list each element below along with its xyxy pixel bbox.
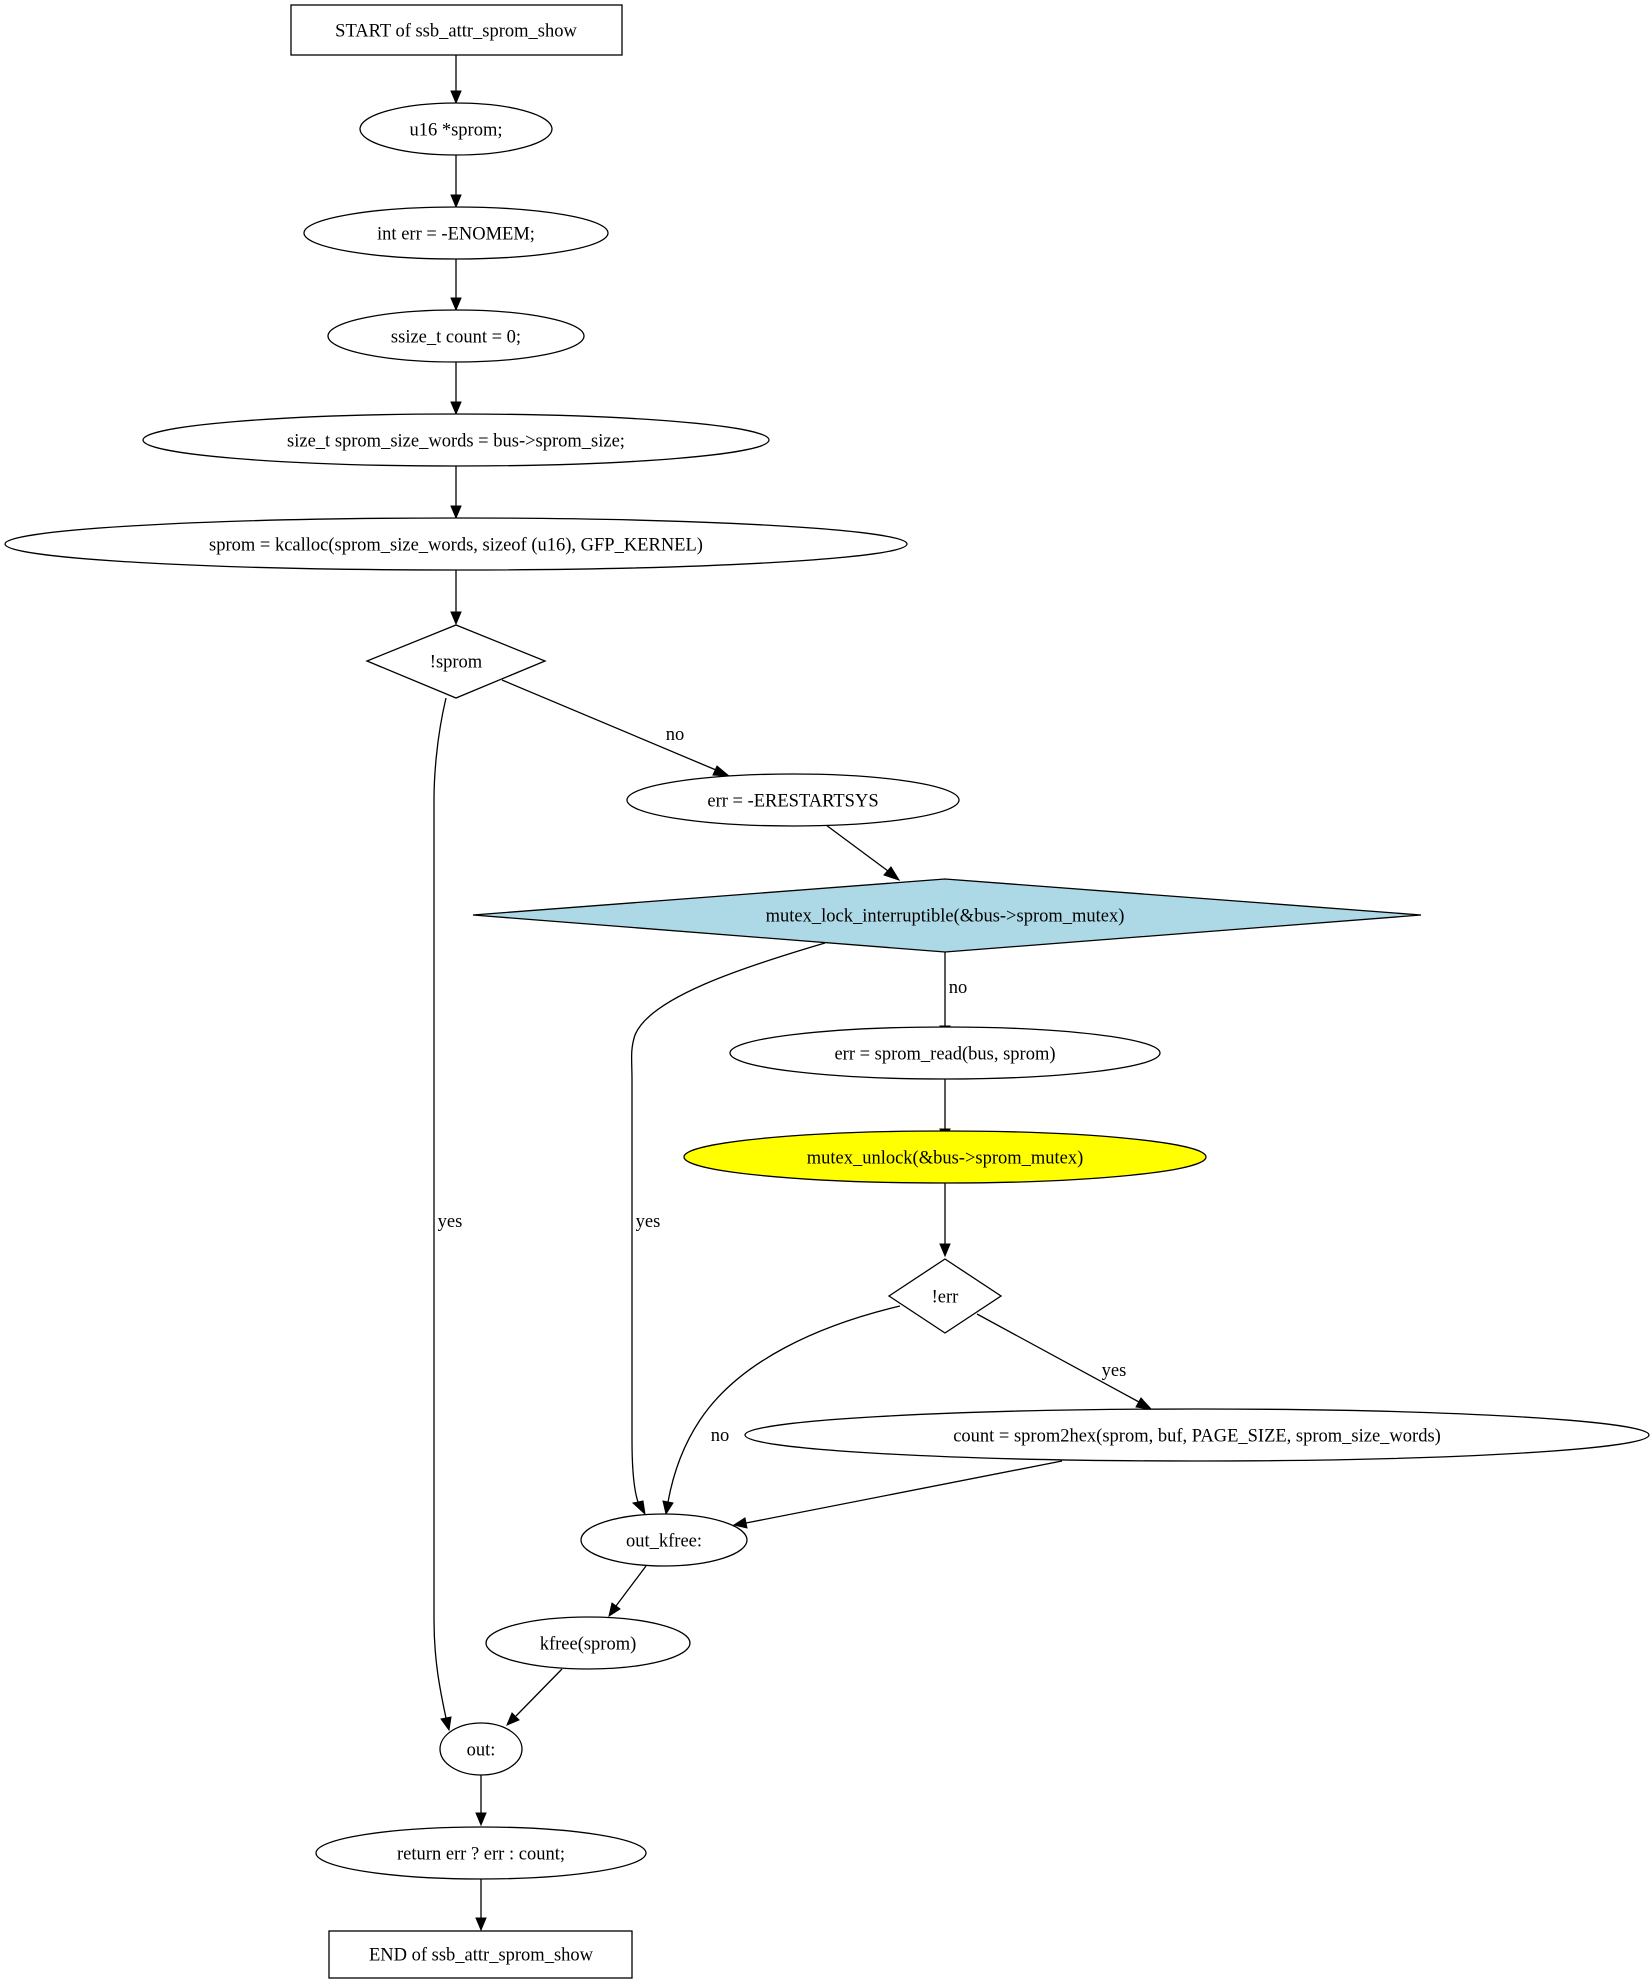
edge-label-lock-no: no [949, 978, 968, 998]
cond-sprom-node: !sprom [365, 624, 547, 699]
mutex-unlock-ellipse [683, 1130, 1207, 1184]
out-kfree-ellipse [580, 1513, 748, 1567]
kcalloc-node: sprom = kcalloc(sprom_size_words, sizeof… [4, 517, 908, 571]
edge-out-kfree-to-kfree [615, 1565, 647, 1607]
arrowhead [450, 90, 462, 105]
sprom2hex-ellipse [744, 1408, 1650, 1462]
kfree-label: kfree(sprom) [540, 1634, 637, 1654]
edge-label-err-no: no [711, 1426, 730, 1446]
arrowhead [450, 194, 462, 209]
start-node: START of ssb_attr_sprom_show [290, 4, 623, 56]
arrowhead [939, 1243, 951, 1258]
out-kfree-label: out_kfree: [626, 1531, 702, 1551]
out-kfree-node: out_kfree: [580, 1513, 748, 1567]
arrowhead [1135, 1397, 1153, 1410]
cond-err-label: !err [932, 1287, 959, 1307]
arrowhead [506, 1712, 520, 1726]
decl-err-node: int err = -ENOMEM; [303, 206, 609, 260]
decl-sprom-label: u16 *sprom; [409, 120, 502, 140]
arrowhead [475, 1812, 487, 1827]
out-ellipse [439, 1722, 523, 1776]
err-restart-label: err = -ERESTARTSYS [707, 791, 878, 811]
return-ellipse [315, 1826, 647, 1880]
nodes: START of ssb_attr_sprom_show u16 *sprom;… [4, 4, 1650, 1979]
decl-size-label: size_t sprom_size_words = bus->sprom_siz… [287, 431, 625, 451]
end-node: END of ssb_attr_sprom_show [328, 1930, 633, 1979]
edges [433, 55, 1153, 1932]
arrowhead [440, 1716, 452, 1732]
edge-sprom2hex-to-out-kfree [745, 1460, 1063, 1524]
edge-labels: no yes no yes yes no [438, 725, 1127, 1446]
cond-err-node: !err [887, 1258, 1003, 1334]
edge-cond-err-no [667, 1305, 901, 1503]
edge-cond-err-yes [976, 1313, 1140, 1403]
edge-mutex-lock-yes [630, 942, 826, 1503]
err-restart-node: err = -ERESTARTSYS [626, 773, 960, 827]
sprom2hex-label: count = sprom2hex(sprom, buf, PAGE_SIZE,… [953, 1426, 1441, 1446]
cond-err-diamond [887, 1258, 1003, 1334]
edge-label-lock-yes: yes [636, 1212, 661, 1232]
arrowhead [450, 505, 462, 520]
mutex-lock-label: mutex_lock_interruptible(&bus->sprom_mut… [766, 906, 1125, 926]
out-node: out: [439, 1722, 523, 1776]
decl-err-label: int err = -ENOMEM; [377, 224, 535, 244]
decl-count-node: ssize_t count = 0; [327, 309, 585, 363]
edge-cond-sprom-yes [433, 697, 447, 1719]
end-box [328, 1930, 633, 1979]
end-label: END of ssb_attr_sprom_show [369, 1945, 594, 1965]
decl-size-node: size_t sprom_size_words = bus->sprom_siz… [142, 413, 770, 467]
arrowhead [450, 401, 462, 416]
edge-label-err-yes: yes [1102, 1361, 1127, 1381]
kcalloc-label: sprom = kcalloc(sprom_size_words, sizeof… [209, 535, 703, 555]
sprom2hex-node: count = sprom2hex(sprom, buf, PAGE_SIZE,… [744, 1408, 1650, 1462]
edge-label-sprom-yes: yes [438, 1212, 463, 1232]
kcalloc-ellipse [4, 517, 908, 571]
arrowhead [450, 611, 462, 626]
mutex-unlock-label: mutex_unlock(&bus->sprom_mutex) [807, 1148, 1084, 1168]
arrowhead [608, 1602, 621, 1618]
edge-label-sprom-no: no [666, 725, 685, 745]
arrowhead [883, 866, 901, 881]
decl-err-ellipse [303, 206, 609, 260]
decl-sprom-ellipse [359, 102, 553, 156]
arrowhead [712, 765, 731, 777]
arrowhead [631, 1500, 646, 1516]
sprom-read-ellipse [729, 1026, 1161, 1080]
kfree-node: kfree(sprom) [485, 1616, 691, 1670]
decl-count-label: ssize_t count = 0; [391, 327, 521, 347]
cond-sprom-diamond [365, 624, 547, 699]
decl-sprom-node: u16 *sprom; [359, 102, 553, 156]
arrowhead [475, 1917, 487, 1932]
start-box [290, 4, 623, 56]
arrowhead [450, 297, 462, 312]
start-label: START of ssb_attr_sprom_show [335, 21, 577, 41]
cond-sprom-label: !sprom [430, 652, 483, 672]
sprom-read-label: err = sprom_read(bus, sprom) [834, 1044, 1055, 1064]
return-node: return err ? err : count; [315, 1826, 647, 1880]
arrowhead [732, 1517, 748, 1529]
edge-kfree-to-out [515, 1668, 563, 1717]
sprom-read-node: err = sprom_read(bus, sprom) [729, 1026, 1161, 1080]
return-label: return err ? err : count; [397, 1844, 565, 1864]
err-restart-ellipse [626, 773, 960, 827]
kfree-ellipse [485, 1616, 691, 1670]
decl-size-ellipse [142, 413, 770, 467]
mutex-lock-diamond [472, 878, 1422, 953]
mutex-unlock-node: mutex_unlock(&bus->sprom_mutex) [683, 1130, 1207, 1184]
arrowhead [662, 1500, 674, 1516]
out-label: out: [467, 1740, 496, 1760]
mutex-lock-node: mutex_lock_interruptible(&bus->sprom_mut… [472, 878, 1422, 953]
edge-cond-sprom-no [501, 679, 717, 771]
decl-count-ellipse [327, 309, 585, 363]
edge-err-restart-to-mutex-lock [825, 824, 889, 872]
